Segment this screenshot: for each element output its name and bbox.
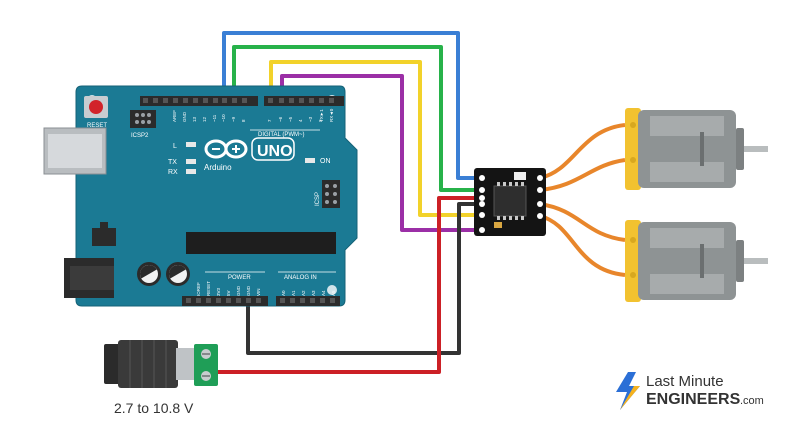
reset-button[interactable] — [89, 100, 103, 114]
wire-orange-m2b — [539, 214, 626, 277]
wire-orange-m1b — [539, 158, 626, 192]
wire-red-vcc — [212, 196, 480, 374]
driver-chip — [493, 185, 527, 217]
analog-pin-3: A3 — [311, 290, 316, 296]
digital-pin-0: 13 — [192, 116, 197, 122]
logo-suffix: .com — [740, 395, 764, 407]
power-pin-4: GND — [236, 285, 241, 296]
power-pin-6: VIN — [256, 288, 261, 296]
logo-line1: Last Minute — [646, 373, 724, 390]
wire-orange-m2a — [539, 202, 626, 242]
dc-motor-2 — [625, 220, 768, 302]
analog-pin-4: A4 — [321, 290, 326, 296]
analog-pin-2: A2 — [301, 290, 306, 296]
digital-pin-5: 8 — [241, 119, 246, 122]
icsp2-label: ICSP2 — [131, 133, 149, 139]
icsp-header: ICSP — [315, 180, 340, 208]
power-pin-2: 3V3 — [216, 287, 221, 296]
digital-label: DIGITAL (PWM~) — [258, 132, 305, 138]
wire-blue — [222, 31, 480, 180]
screw-terminal — [194, 344, 218, 386]
analog-header: ANALOG IN A0 A1 A2 A3 A4 A5 — [276, 271, 340, 306]
analog-pin-0: A0 — [281, 290, 286, 296]
driver-output-pins — [537, 175, 543, 219]
wire-orange-m1a — [539, 123, 626, 180]
icsp2-header: ICSP2 — [130, 110, 156, 139]
digital-pin-11: 2 — [318, 119, 323, 122]
digital-pin-3: ~10 — [221, 114, 226, 122]
power-label: POWER — [228, 275, 251, 281]
analog-pin-1: A1 — [291, 290, 296, 296]
power-pin-0: IOREF — [196, 282, 201, 296]
led-l-label: L — [173, 143, 177, 150]
digital-pin-8: ~5 — [288, 116, 293, 122]
rx-pin-label: RX◄0 — [329, 108, 334, 122]
tx-pin-label: TX►1 — [319, 109, 324, 122]
analog-pin-5: A5 — [331, 290, 336, 296]
digital-pin-4: ~9 — [231, 116, 236, 122]
logo-line2: ENGINEERS — [646, 391, 741, 408]
wire-green — [232, 45, 480, 192]
icsp-label: ICSP — [315, 192, 321, 206]
analog-label: ANALOG IN — [284, 275, 317, 281]
aref-label: AREF — [172, 110, 177, 122]
power-pin-5: GND — [246, 285, 251, 296]
power-pin-3: 5V — [226, 290, 231, 296]
power-pin-1: RESET — [206, 281, 211, 296]
reset-label: RESET — [87, 123, 107, 129]
digital-pin-6: 7 — [267, 119, 272, 122]
led-tx-label: TX — [168, 159, 177, 166]
digital-header: AREF GND TX►1 RX◄0 DIGITAL (PWM~) — [140, 96, 344, 138]
digital-pin-10: ~3 — [308, 116, 313, 122]
digital-pin-7: ~6 — [278, 116, 283, 122]
wire-purple — [280, 74, 480, 232]
atmega-chip — [186, 232, 336, 254]
lightning-bolt-icon — [616, 372, 640, 410]
arduino-uno-board: RESET ICSP2 AREF GND TX►1 RX◄0 — [43, 85, 358, 307]
power-header: POWER IOREF RESET 3V3 5V GND GND VIN — [182, 271, 268, 306]
led-rx-label: RX — [168, 169, 178, 176]
digital-pin-9: 4 — [298, 119, 303, 122]
capacitors — [137, 262, 190, 286]
voltage-label: 2.7 to 10.8 V — [114, 400, 194, 416]
digital-pin-2: ~11 — [212, 114, 217, 122]
digital-pin-1: 12 — [202, 116, 207, 122]
uno-label: UNO — [257, 143, 293, 160]
dc-barrel-connector — [104, 340, 218, 388]
last-minute-engineers-logo: Last Minute ENGINEERS .com — [616, 372, 764, 410]
driver-input-pins — [479, 175, 485, 233]
wires — [212, 31, 626, 374]
motor-driver-module — [474, 168, 546, 236]
arduino-brand-label: Arduino — [204, 163, 232, 172]
dc-motor-1 — [625, 108, 768, 190]
led-on-label: ON — [320, 158, 331, 165]
status-leds: L TX RX ON — [168, 142, 331, 176]
gnd-label-top: GND — [182, 111, 187, 122]
wire-black-gnd — [246, 202, 480, 355]
arduino-logo: UNO Arduino — [204, 137, 295, 172]
